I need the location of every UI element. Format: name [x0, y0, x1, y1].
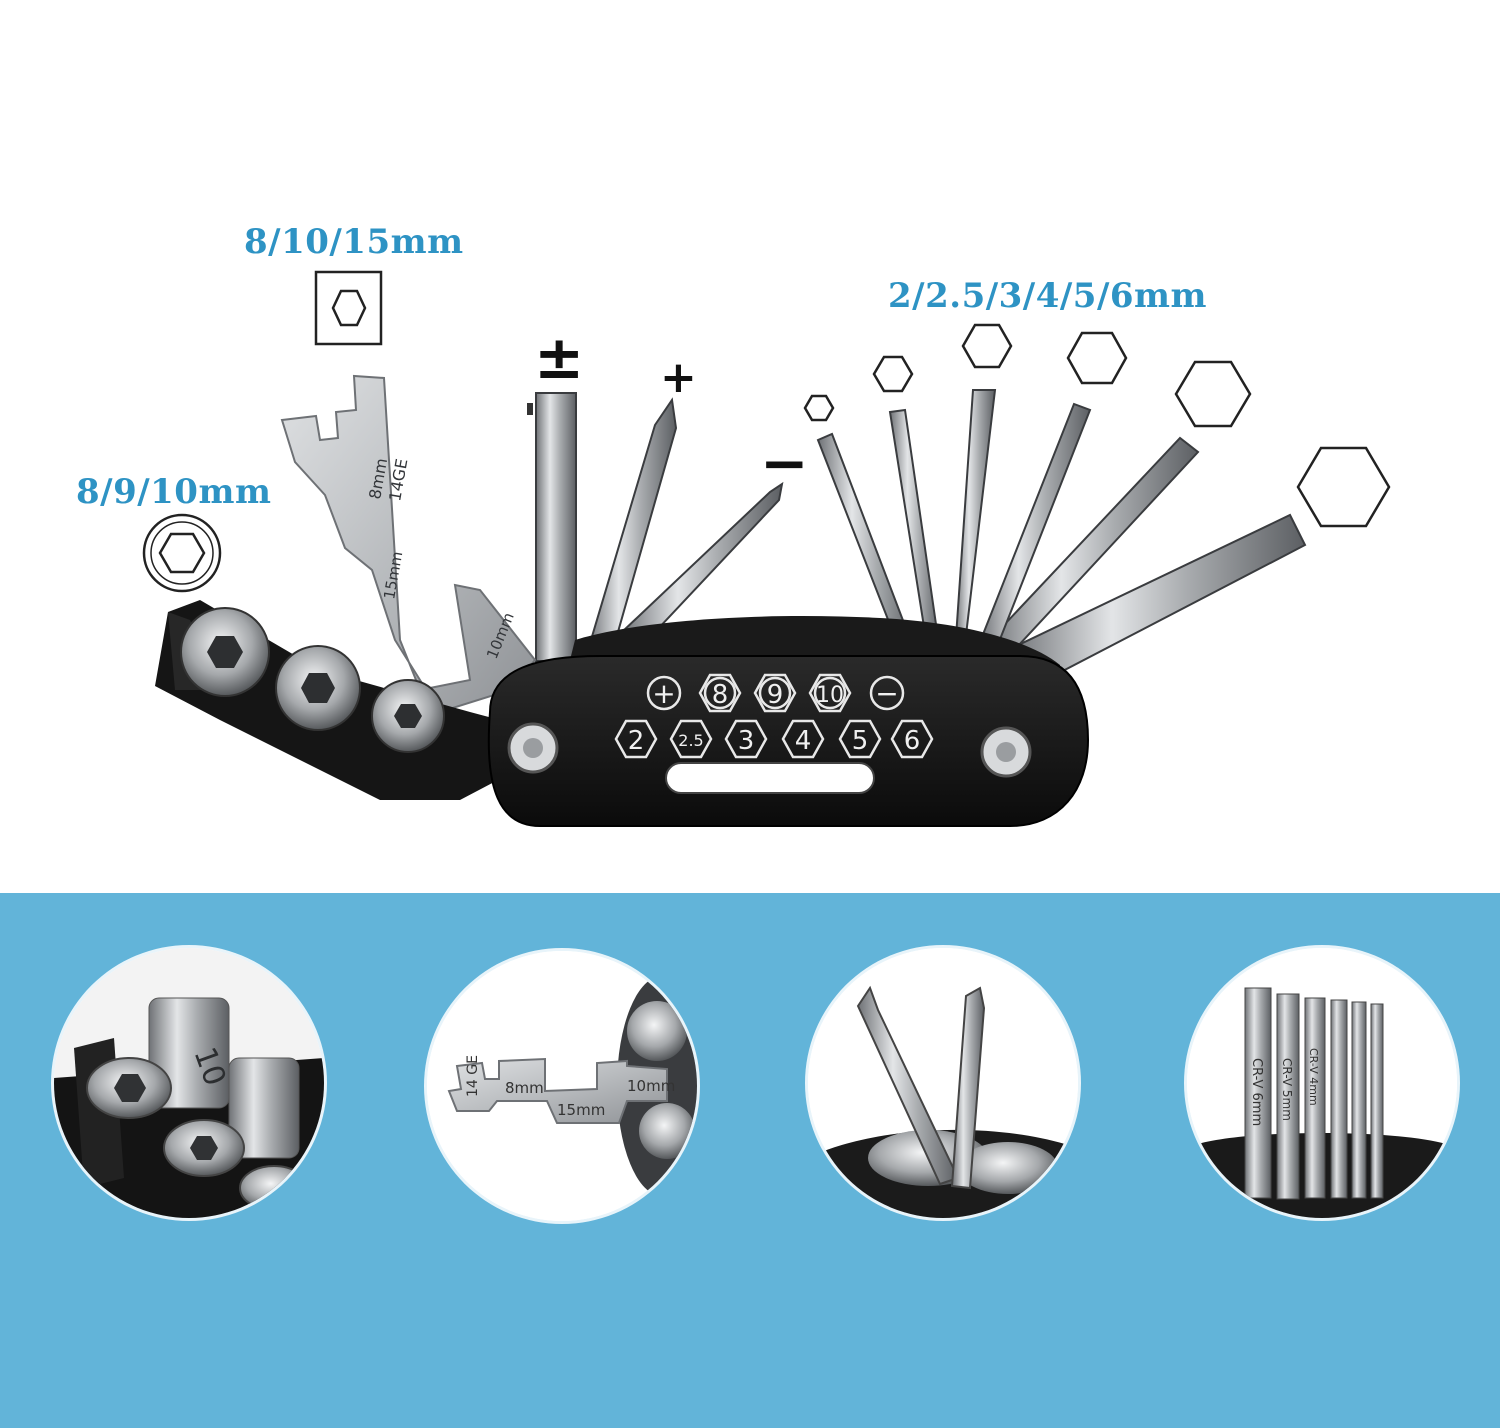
- body-size-10: 10: [816, 683, 844, 708]
- body-hex-2: 2: [628, 726, 645, 756]
- body-minus-mark: −: [875, 677, 898, 710]
- screwdriver-bits: [527, 392, 784, 662]
- wrench-plate: 8mm 14GE 15mm 10mm: [280, 374, 537, 714]
- hex-4mm-icon: [1066, 331, 1128, 385]
- hex-5mm-icon: [1174, 360, 1252, 428]
- multitool-drawing: ± + − 8mm: [142, 270, 1391, 827]
- body-hex-5: 5: [852, 726, 869, 756]
- detail-wrench-10mm-mark: 10mm: [627, 1077, 675, 1095]
- hex-size-icons: [803, 323, 1391, 528]
- body-hex-6: 6: [904, 726, 921, 756]
- socket-holder: [155, 600, 500, 800]
- detail-screwdrivers: [808, 948, 1078, 1218]
- detail-wrench: 14 GE 8mm 10mm 15mm: [427, 951, 697, 1221]
- detail-wrench-8mm-mark: 8mm: [505, 1079, 544, 1097]
- hex-3mm-icon: [961, 323, 1013, 369]
- body-slot: [665, 762, 875, 794]
- hex-6mm-icon: [1296, 446, 1391, 528]
- body-hex-2-5: 2.5: [678, 731, 703, 750]
- flathead-phillips-symbol: ±: [534, 323, 584, 393]
- wrench-size-callout: 8/10/15mm: [244, 222, 464, 262]
- body-hex-3: 3: [738, 726, 755, 756]
- socket-hex-icon: [142, 513, 222, 593]
- flathead-symbol: −: [760, 429, 809, 497]
- body-top-markings: [646, 673, 905, 713]
- detail-wrench-15mm-mark: 15mm: [557, 1101, 605, 1119]
- detail-hex-keys: CR-V 6mm CR-V 5mm CR-V 4mm: [1187, 948, 1457, 1218]
- detail-hex-crv4-mark: CR-V 4mm: [1307, 1048, 1320, 1106]
- tool-illustration-area: 8/10/15mm 8/9/10mm 2/2.5/3/4/5/6mm: [76, 222, 1391, 827]
- detail-hex-crv6-mark: CR-V 6mm: [1249, 1058, 1264, 1126]
- body-hex-4: 4: [795, 726, 812, 756]
- socket-size-callout: 8/9/10mm: [76, 472, 272, 512]
- hex-2-5mm-icon: [872, 355, 914, 393]
- hex-key-size-callout: 2/2.5/3/4/5/6mm: [888, 276, 1207, 316]
- phillips-symbol: +: [660, 352, 697, 403]
- hex-keys: [816, 389, 1307, 690]
- hex-2mm-icon: [803, 394, 835, 422]
- detail-sockets: 10: [54, 948, 324, 1218]
- bit-symbols: ± + −: [534, 323, 809, 497]
- wrench-hex-icon: [314, 270, 383, 346]
- detail-hex-crv5-mark: CR-V 5mm: [1280, 1058, 1294, 1121]
- body-size-9: 9: [767, 680, 784, 710]
- detail-band: 10 14 GE 8mm 10mm 15mm: [0, 893, 1500, 1428]
- multitool-body: + 8 9 10 − 2 2.5 3 4 5 6: [487, 616, 1090, 827]
- body-size-8: 8: [712, 680, 729, 710]
- detail-wrench-gauge-mark: 14 GE: [465, 1055, 481, 1097]
- body-bottom-markings: [614, 719, 934, 759]
- body-plus-mark: +: [652, 677, 675, 710]
